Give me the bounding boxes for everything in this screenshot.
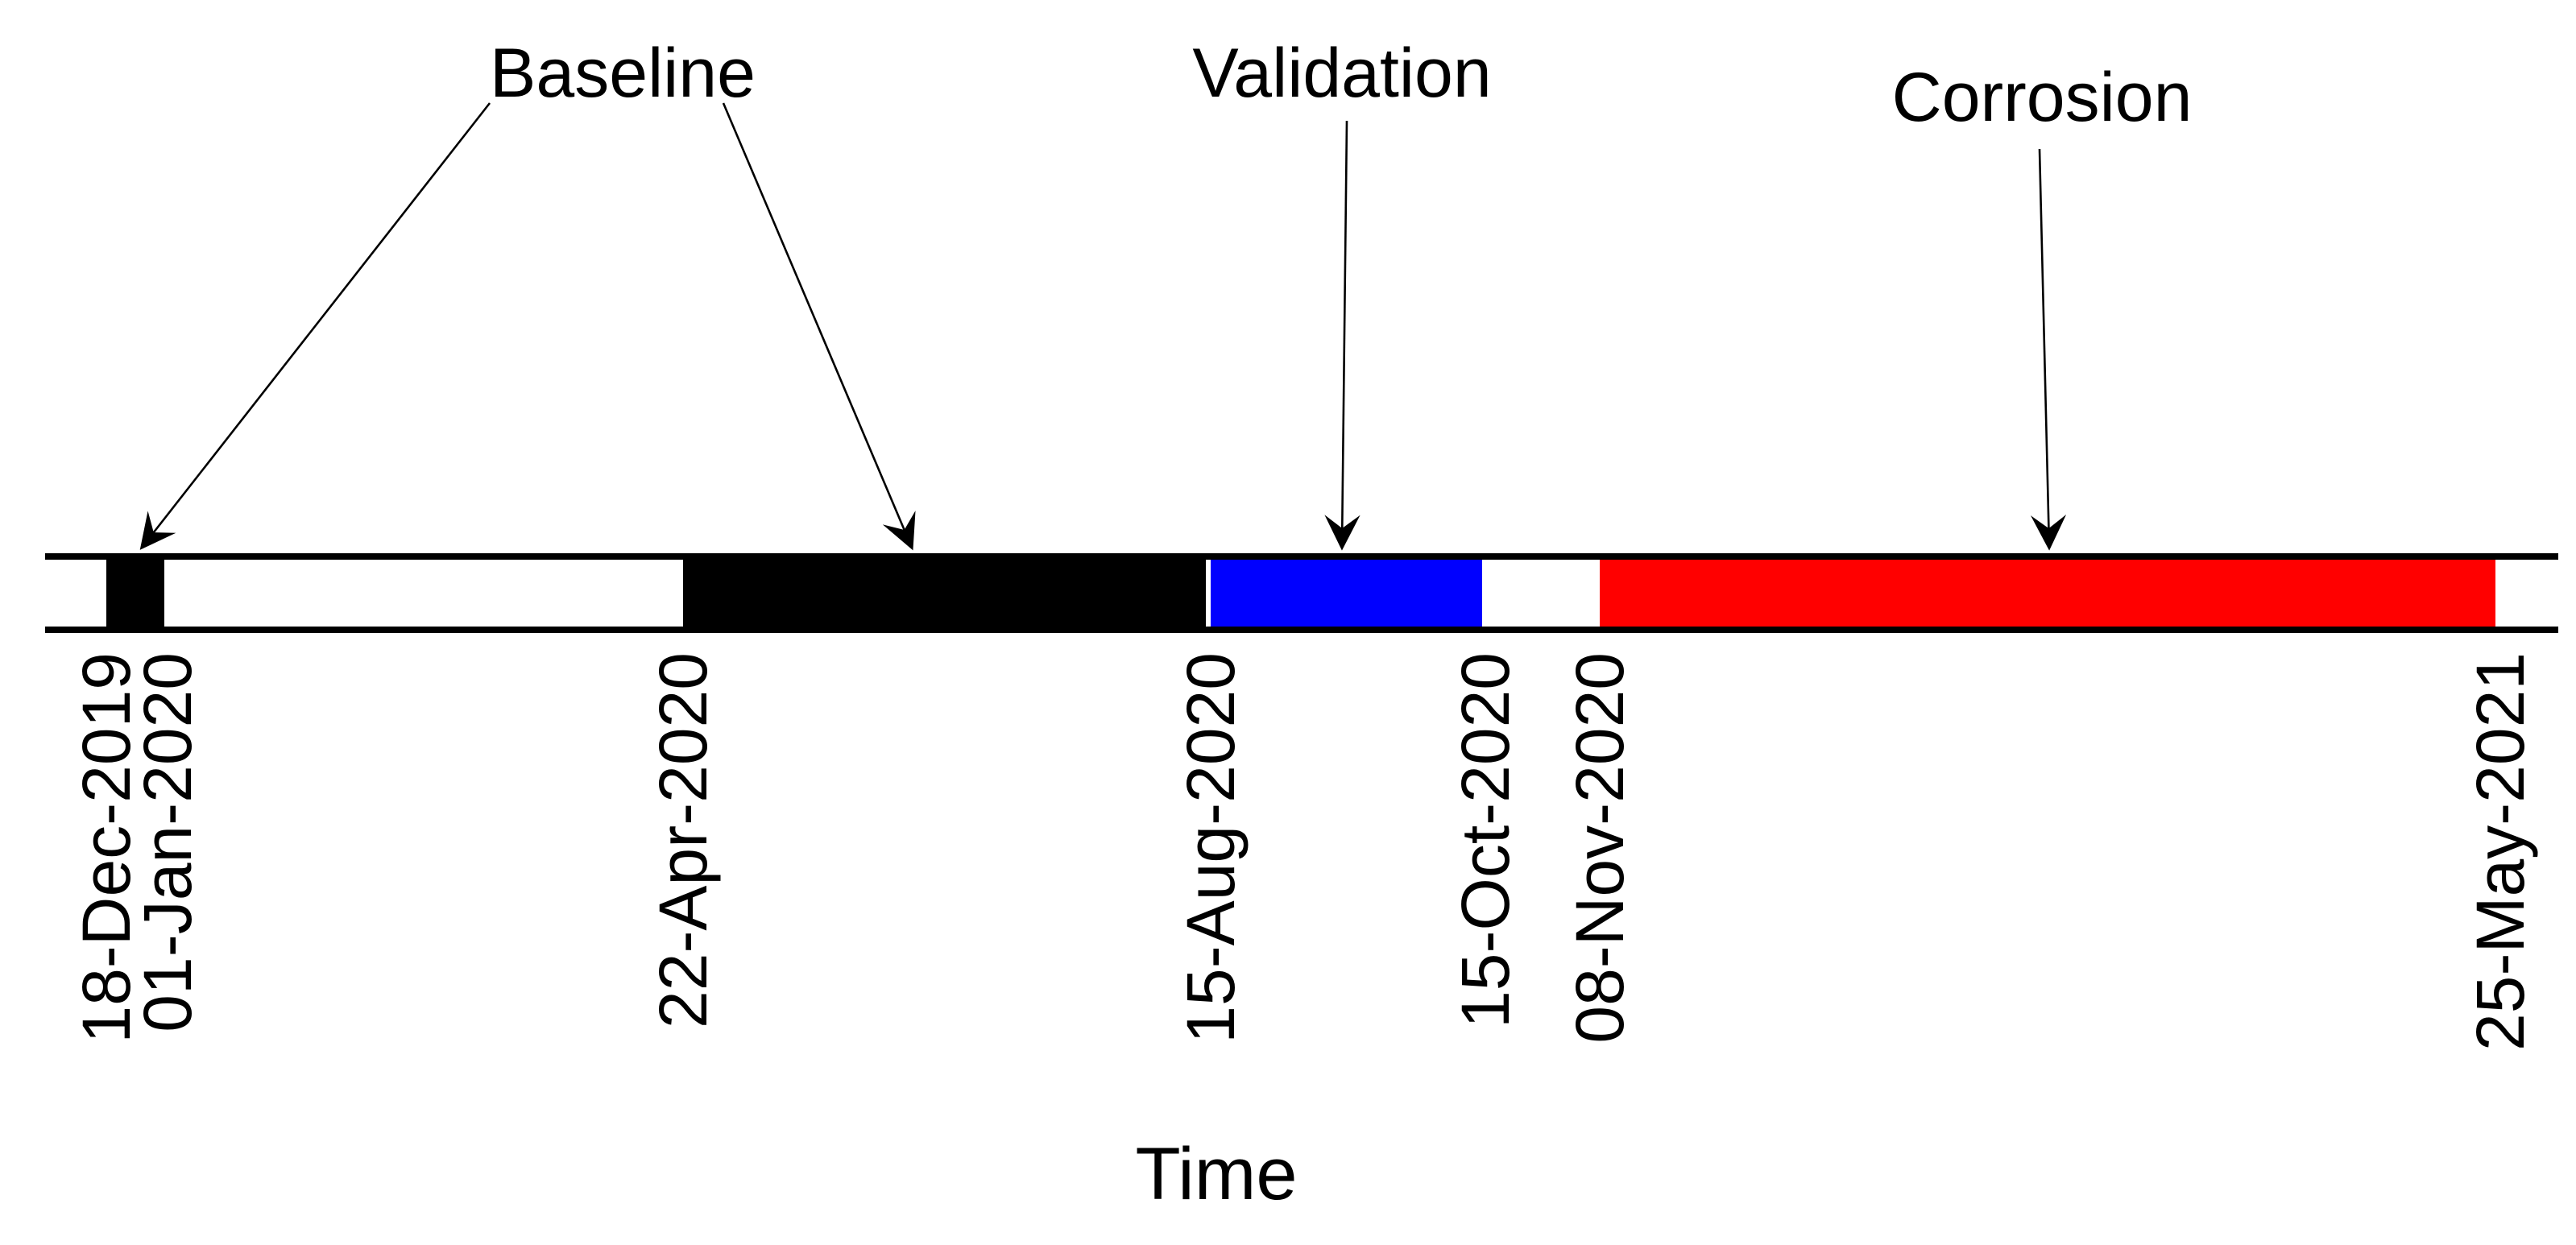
annotation-baseline: Baseline	[490, 35, 756, 112]
arrow-validation	[1324, 120, 1360, 551]
annotation-validation: Validation	[1192, 35, 1492, 112]
x-tick-label-25-may-2021: 25-May-2021	[2462, 652, 2538, 1051]
segment-baseline-2	[683, 560, 1206, 627]
x-tick-label-15-oct-2020: 15-Oct-2020	[1447, 652, 1523, 1028]
segment-validation	[1211, 560, 1482, 627]
arrow-baseline-right	[722, 102, 916, 551]
timeline-bar-bottom-border	[45, 627, 2558, 633]
x-tick-label-22-apr-2020: 22-Apr-2020	[645, 652, 721, 1028]
timeline-bar-top-border	[45, 553, 2558, 560]
arrow-corrosion	[2030, 148, 2067, 551]
x-tick-label-01-jan-2020: 01-Jan-2020	[130, 652, 205, 1032]
x-tick-label-08-nov-2020: 08-Nov-2020	[1562, 652, 1638, 1044]
arrow-baseline-left	[139, 102, 491, 550]
x-tick-label-15-aug-2020: 15-Aug-2020	[1173, 652, 1249, 1044]
segment-corrosion	[1600, 560, 2495, 627]
segment-baseline-1	[106, 560, 164, 627]
annotation-corrosion: Corrosion	[1891, 59, 2193, 136]
x-axis-label: Time	[1135, 1133, 1298, 1215]
